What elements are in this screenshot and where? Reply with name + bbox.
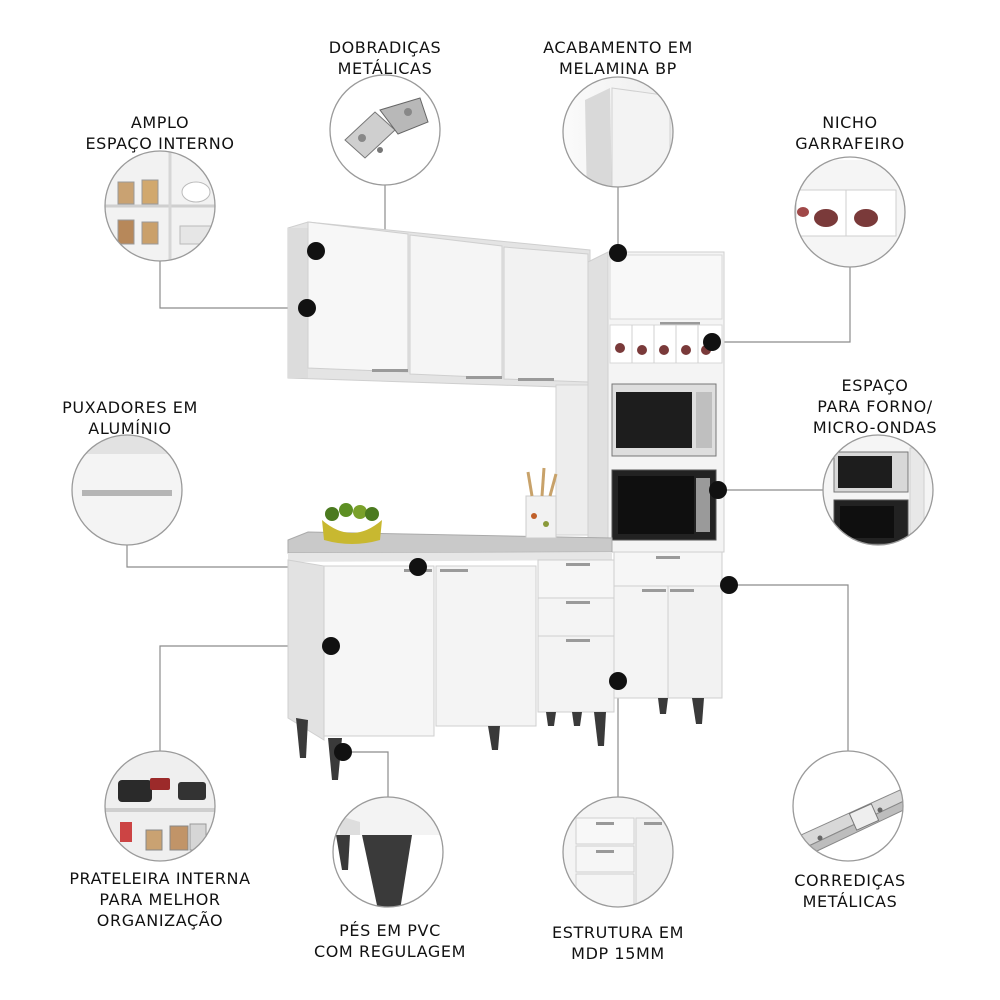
side-panel	[555, 384, 589, 536]
tall-tower	[587, 251, 725, 553]
melamine-detail	[562, 76, 674, 188]
drawer-slide-detail	[792, 750, 904, 862]
label-inner-shelf: PRATELEIRA INTERNA PARA MELHOR ORGANIZAÇ…	[69, 869, 251, 930]
base-cabinets	[287, 467, 723, 780]
cabinet-leg-icon	[333, 797, 443, 907]
interior-space-detail	[104, 150, 216, 262]
label-melamine: ACABAMENTO EM MELAMINA BP	[543, 38, 693, 78]
label-pvc-feet: PÉS EM PVC COM REGULAGEM	[313, 921, 467, 961]
label-hinges: DOBRADIÇAS METÁLICAS	[328, 38, 442, 78]
bottle-rack-icon	[795, 160, 905, 267]
label-mdp-structure: ESTRUTURA EM MDP 15MM	[552, 923, 684, 963]
hinge-detail	[329, 74, 441, 186]
handle-detail	[71, 434, 183, 546]
label-interior-space: AMPLO ESPAÇO INTERNO	[85, 113, 235, 153]
inner-shelf-detail	[104, 750, 216, 862]
label-appliance-space: ESPAÇO PARA FORNO/ MICRO-ONDAS	[812, 376, 938, 437]
bottle-rack-detail	[794, 156, 906, 268]
label-handles: PUXADORES EM ALUMÍNIO	[62, 398, 198, 438]
hinge-icon	[344, 97, 429, 159]
label-bottle-rack: NICHO GARRAFEIRO	[795, 113, 905, 153]
appliance-space-detail	[822, 434, 934, 546]
label-drawer-slides: CORREDIÇAS METÁLICAS	[794, 871, 906, 911]
microwave-icon	[823, 435, 933, 545]
callout-lines	[126, 185, 878, 797]
callout-dots	[298, 242, 738, 761]
pvc-feet-detail	[332, 796, 444, 908]
mdp-structure-detail	[562, 796, 674, 908]
upper-cabinets	[287, 221, 591, 389]
